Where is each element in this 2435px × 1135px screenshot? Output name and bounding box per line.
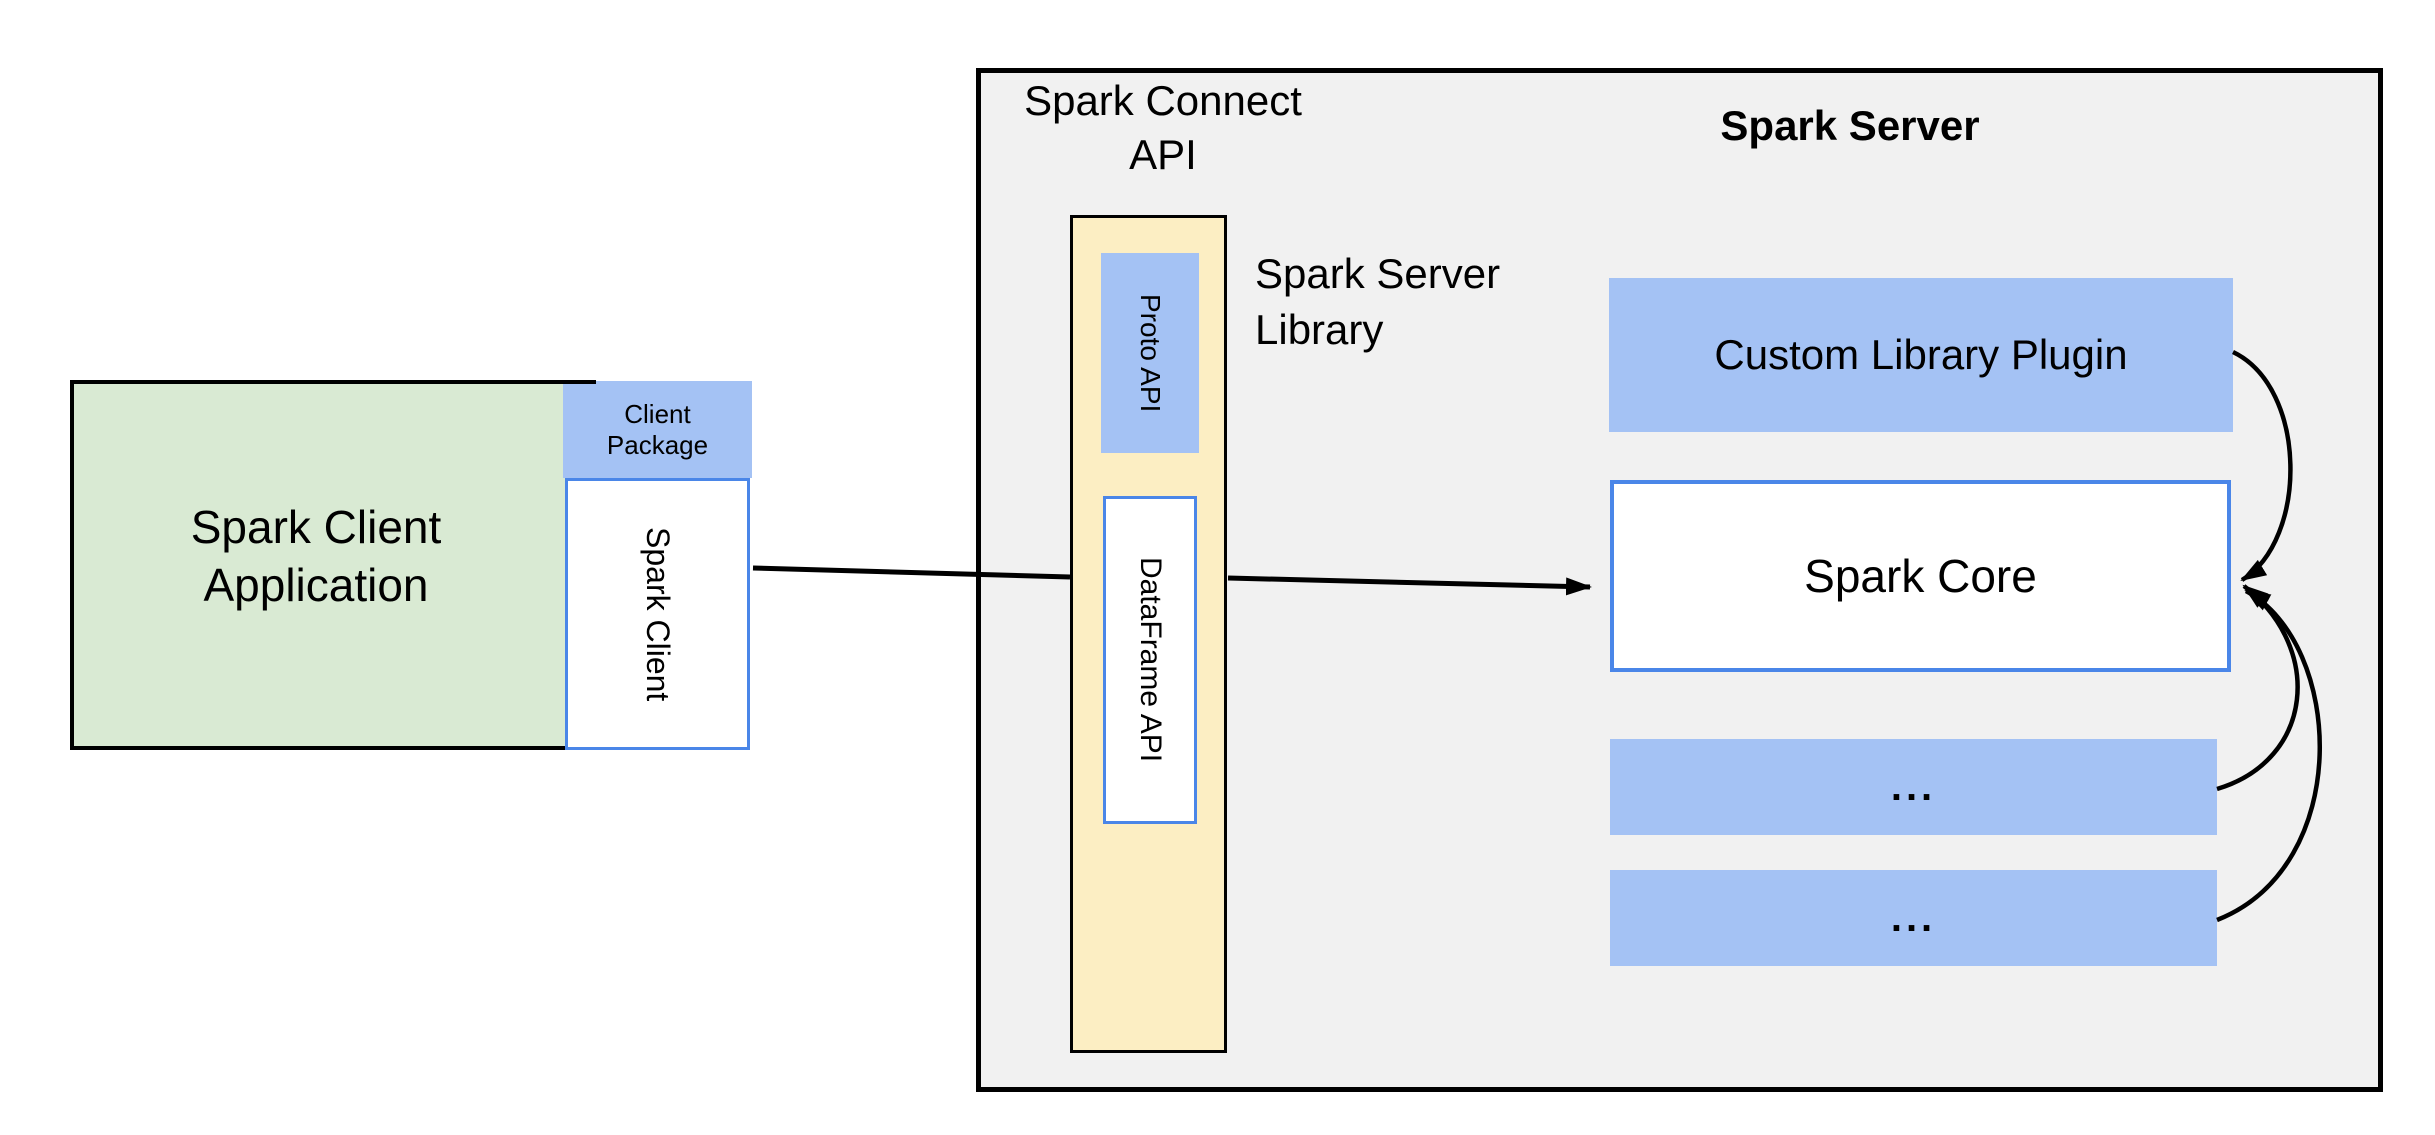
custom-library-plugin-label: Custom Library Plugin [1714, 331, 2128, 378]
server-more-box-1: ... [1610, 739, 2217, 835]
dataframe-api-box: DataFrame API [1103, 496, 1197, 824]
server-more-box-2-label: ... [1890, 895, 1937, 940]
server-more-box-1-label: ... [1890, 764, 1937, 809]
spark-core-box: Spark Core [1610, 480, 2231, 672]
spark-client-box: Spark Client [565, 478, 750, 750]
spark-server-title: Spark Server [1720, 102, 1980, 149]
proto-api-label: Proto API [1135, 293, 1166, 413]
spark-client-label: Spark Client [640, 526, 676, 702]
client-package-box: Client Package [563, 381, 752, 478]
proto-api-box: Proto API [1101, 253, 1199, 453]
green-box-border-artifact [563, 380, 596, 384]
custom-library-plugin-box: Custom Library Plugin [1609, 278, 2233, 432]
spark-client-application-label: Spark Client Application [190, 501, 442, 611]
spark-core-label: Spark Core [1804, 550, 2037, 602]
spark-client-application-box [70, 380, 595, 750]
spark-server-library-label: Spark Server Library [1255, 250, 1501, 353]
spark-connect-api-title: Spark Connect API [1024, 77, 1302, 178]
server-more-box-2: ... [1610, 870, 2217, 966]
dataframe-api-label: DataFrame API [1134, 557, 1167, 763]
client-package-label: Client Package [606, 398, 709, 460]
